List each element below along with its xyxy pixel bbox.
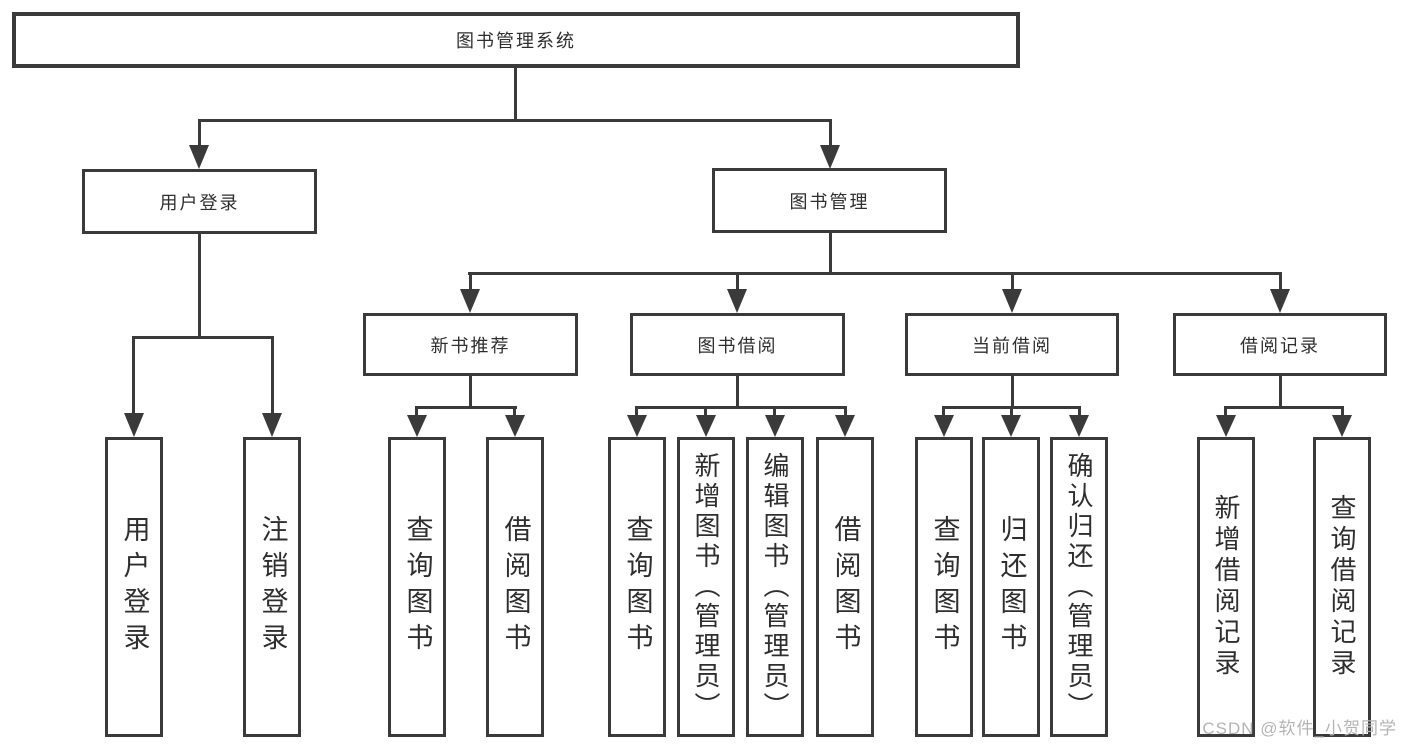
node-label: 新增图书（管理员） [691,452,721,722]
arrow-down-icon [1002,289,1022,313]
connector-line [942,406,1081,409]
connector-line [1279,376,1282,406]
arrow-down-icon [820,145,840,169]
node-query-books-current: 查询图书 [915,437,973,737]
node-label: 新增借阅记录 [1211,494,1241,680]
connector-line [829,122,832,145]
node-book-management: 图书管理 [712,168,947,233]
connector-line [704,409,707,415]
arrow-down-icon [1332,415,1352,437]
node-label: 归还图书 [996,515,1027,659]
connector-line [271,339,274,413]
arrow-down-icon [727,289,747,313]
arrow-down-icon [765,415,785,437]
arrow-down-icon [1001,415,1021,437]
connector-line [635,406,847,409]
node-label: 注销登录 [257,515,288,659]
connector-line [1224,409,1227,415]
connector-line [1011,275,1014,289]
node-user-login-action: 用户登录 [105,437,163,737]
arrow-down-icon [407,415,427,437]
node-label: 用户登录 [119,515,150,659]
connector-line [844,409,847,415]
connector-line [829,233,832,272]
node-new-book-recommendation: 新书推荐 [363,313,578,376]
arrow-down-icon [1216,415,1236,437]
arrow-down-icon [835,415,855,437]
connector-line [415,406,517,409]
connector-line [469,376,472,406]
connector-line [942,409,945,415]
node-logout-action: 注销登录 [243,437,301,737]
node-borrow-books-borrow: 借阅图书 [816,437,874,737]
node-query-books-borrow: 查询图书 [608,437,666,737]
connector-line [132,336,274,339]
node-borrowing-records: 借阅记录 [1173,313,1387,376]
connector-line [513,409,516,415]
node-label: 确认归还（管理员） [1064,452,1094,722]
connector-line [1279,275,1282,289]
node-current-borrowing: 当前借阅 [905,313,1119,376]
connector-line [514,68,517,119]
connector-line [1224,406,1344,409]
node-query-books-recommend: 查询图书 [388,437,446,737]
arrow-down-icon [124,413,144,437]
node-add-borrow-record: 新增借阅记录 [1197,437,1255,737]
arrow-down-icon [1270,289,1290,313]
connector-line [132,339,135,413]
arrow-down-icon [934,415,954,437]
arrow-down-icon [505,415,525,437]
node-label: 借阅图书 [830,515,861,659]
node-user-login: 用户登录 [82,169,317,234]
node-label: 查询图书 [929,515,960,659]
node-label: 编辑图书（管理员） [760,452,790,722]
node-confirm-return-admin: 确认归还（管理员） [1050,437,1108,737]
node-library-system: 图书管理系统 [12,12,1020,68]
arrow-down-icon [696,415,716,437]
watermark: CSDN @软件_小贺同学 [1202,719,1397,738]
connector-line [773,409,776,415]
connector-line [635,409,638,415]
node-query-borrow-record: 查询借阅记录 [1313,437,1371,737]
connector-line [468,272,1282,275]
connector-line [1010,409,1013,415]
arrow-down-icon [460,289,480,313]
connector-line [415,409,418,415]
node-label: 借阅图书 [500,515,531,659]
connector-line [198,122,201,145]
arrow-down-icon [1069,415,1089,437]
node-add-book-admin: 新增图书（管理员） [677,437,735,737]
connector-line [1078,409,1081,415]
arrow-down-icon [189,145,209,169]
arrow-down-icon [627,415,647,437]
node-borrow-books-recommend: 借阅图书 [486,437,544,737]
node-book-borrowing: 图书借阅 [630,313,845,376]
connector-line [736,376,739,406]
connector-line [1341,409,1344,415]
node-edit-book-admin: 编辑图书（管理员） [746,437,804,737]
connector-line [736,275,739,289]
arrow-down-icon [262,413,282,437]
node-return-books: 归还图书 [982,437,1040,737]
connector-line [1011,376,1014,406]
node-label: 查询图书 [622,515,653,659]
connector-line [198,234,201,336]
node-label: 查询图书 [402,515,433,659]
node-label: 查询借阅记录 [1327,494,1357,680]
connector-line [198,119,832,122]
connector-line [469,275,472,289]
